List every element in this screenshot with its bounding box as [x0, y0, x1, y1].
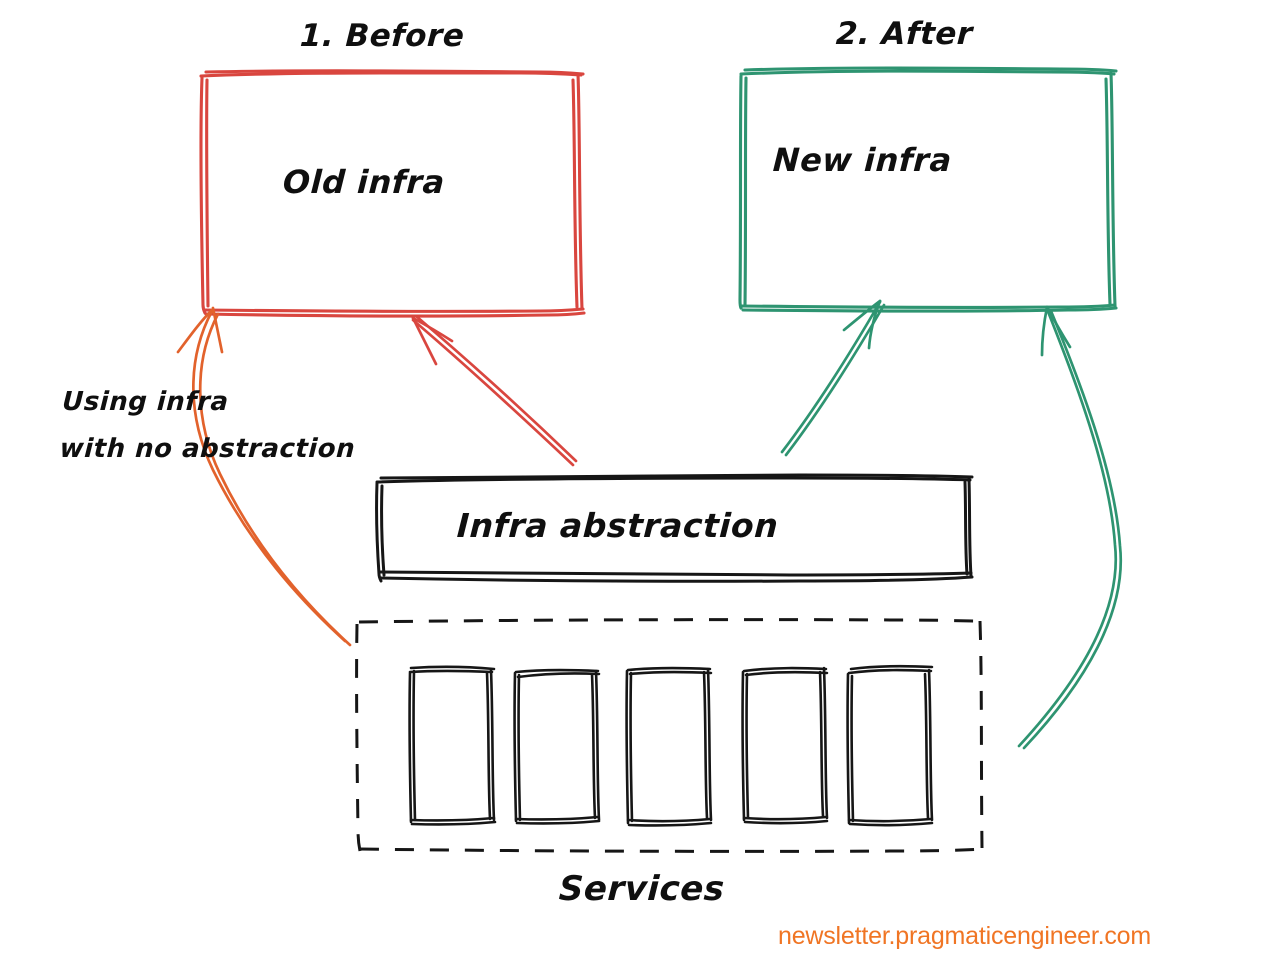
service-box-5	[846, 664, 934, 827]
annotation-line-1: Using infra	[61, 387, 230, 417]
annotation-line-2: with no abstraction	[59, 434, 356, 464]
infra-abstraction-box	[375, 473, 974, 583]
service-box-4	[741, 666, 829, 825]
old-infra-box	[199, 69, 586, 318]
services-label: Services	[557, 869, 726, 909]
panel-title-before: 1. Before	[299, 18, 466, 54]
arrow-abstraction-to-new-infra	[780, 299, 886, 457]
annotation-using-infra: Using infra with no abstraction	[59, 379, 359, 473]
arrow-services-to-new-infra	[1017, 305, 1123, 750]
infra-abstraction-label: Infra abstraction	[455, 506, 780, 545]
service-box-3	[625, 666, 713, 827]
arrow-abstraction-to-old-infra	[411, 314, 578, 467]
arrow-services-to-old-infra	[176, 306, 352, 647]
service-box-2	[513, 668, 601, 825]
panel-title-after: 2. After	[835, 16, 974, 52]
new-infra-label: New infra	[772, 141, 953, 179]
new-infra-box	[738, 66, 1118, 313]
old-infra-label: Old infra	[282, 163, 446, 201]
services-container	[355, 618, 984, 853]
service-box-1	[408, 665, 497, 826]
newsletter-url[interactable]: newsletter.pragmaticengineer.com	[778, 922, 1151, 950]
